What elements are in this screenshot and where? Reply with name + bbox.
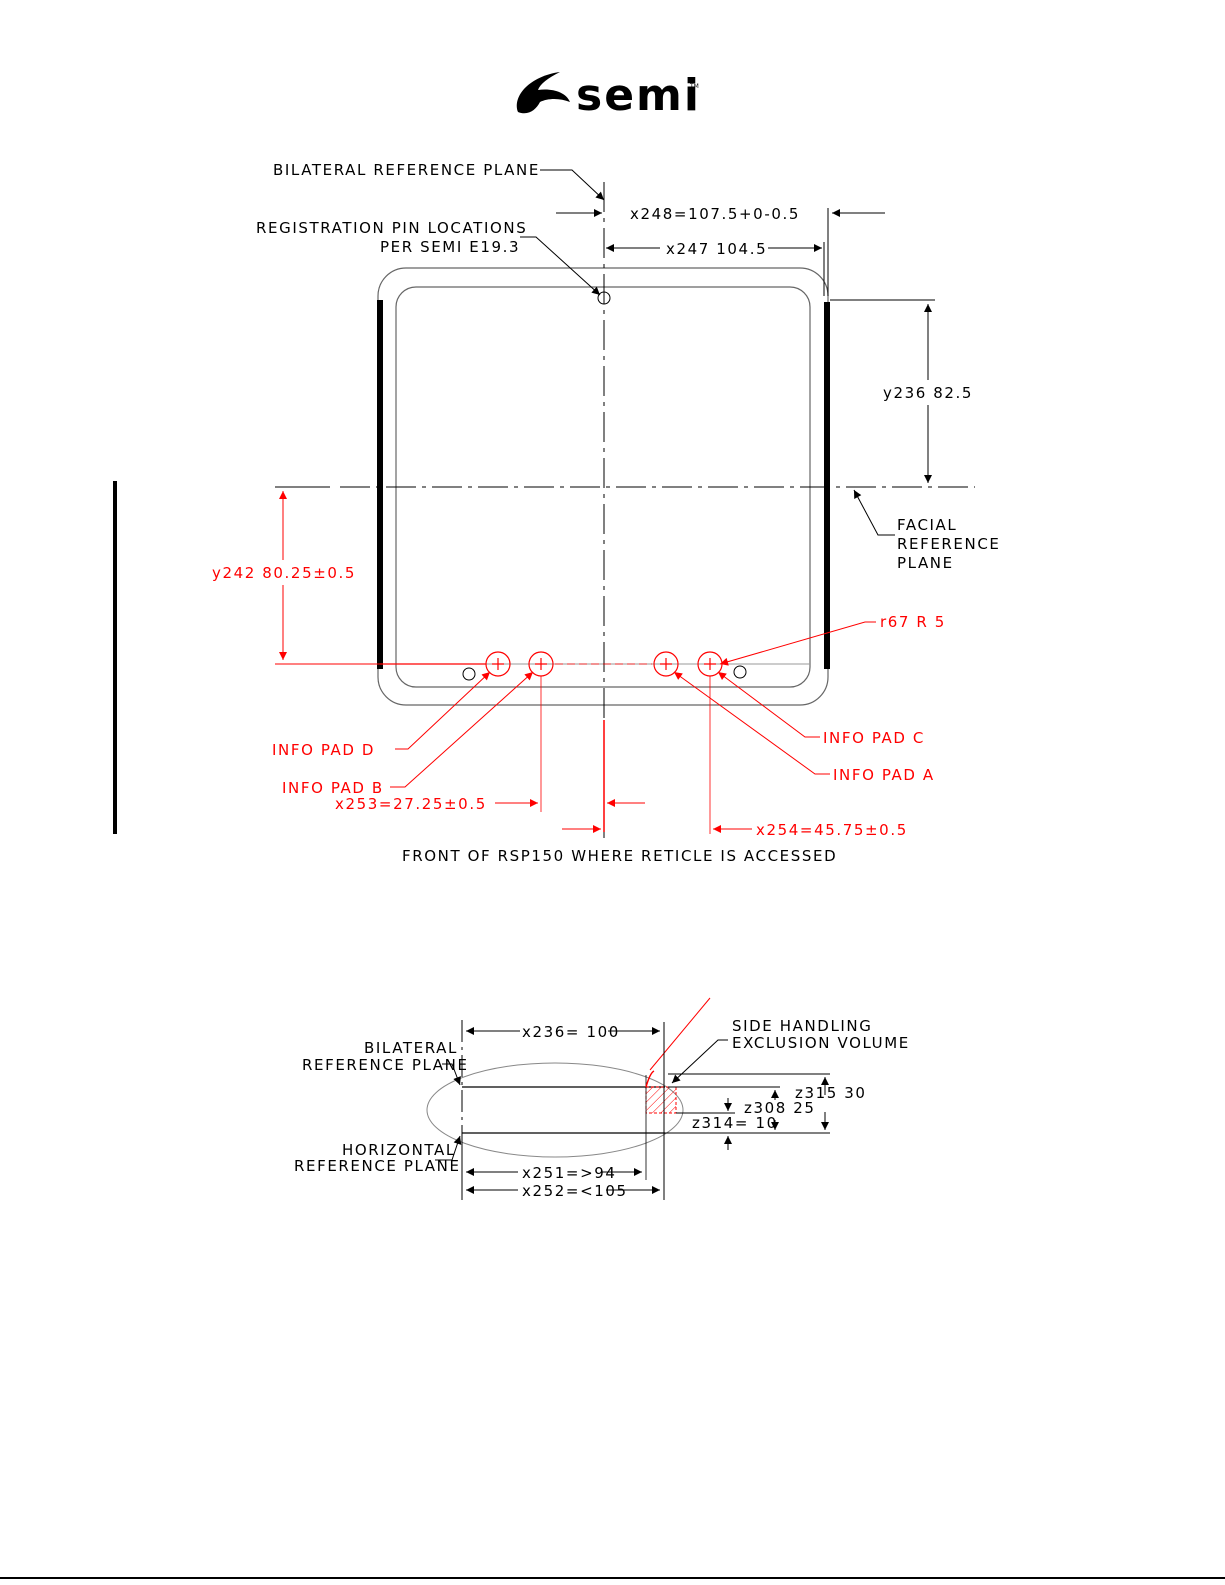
- semi-logo-text: semi: [576, 70, 701, 121]
- exclusion-volume: [645, 1086, 677, 1114]
- side-view: x236= 100 SIDE HANDLING EXCLUSION VOLUME…: [294, 997, 910, 1200]
- z314-dimension: z314= 10: [692, 1114, 778, 1132]
- pin-locations-label-2: PER SEMI E19.3: [380, 238, 520, 256]
- y242-dimension: y242 80.25±0.5: [212, 564, 356, 582]
- facial-plane-label-3: PLANE: [897, 554, 954, 572]
- top-view: BILATERAL REFERENCE PLANE REGISTRATION P…: [113, 161, 1000, 865]
- facial-plane-label-1: FACIAL: [897, 516, 957, 534]
- bilateral-plane-label: BILATERAL REFERENCE PLANE: [273, 161, 540, 179]
- info-pad-b-label: INFO PAD B: [282, 779, 384, 797]
- side-profile-ellipse: [426, 1062, 684, 1158]
- side-bilateral-label-2: REFERENCE PLANE: [302, 1056, 469, 1074]
- front-access-note: FRONT OF RSP150 WHERE RETICLE IS ACCESSE…: [402, 847, 837, 865]
- x252-dimension: x252=<105: [522, 1182, 628, 1200]
- horizontal-plane-label-2: REFERENCE PLANE: [294, 1157, 461, 1175]
- info-pad-c-label: INFO PAD C: [823, 729, 925, 747]
- y236-dimension: y236 82.5: [883, 384, 973, 402]
- right-side-bar: [824, 302, 830, 669]
- side-handling-label-1: SIDE HANDLING: [732, 1017, 872, 1035]
- horizontal-plane-label-1: HORIZONTAL: [342, 1141, 456, 1159]
- x254-dimension: x254=45.75±0.5: [756, 821, 908, 839]
- semi-swoosh-icon: [516, 72, 570, 114]
- side-bilateral-label-1: BILATERAL: [364, 1039, 458, 1057]
- facial-plane-label-2: REFERENCE: [897, 535, 1000, 553]
- info-pad-a: [653, 651, 679, 677]
- info-pad-d-label: INFO PAD D: [272, 741, 375, 759]
- info-pad-a-label: INFO PAD A: [833, 766, 935, 784]
- trademark-mark: TM: [689, 83, 699, 90]
- semi-logo: semi TM: [516, 70, 701, 121]
- registration-pin: [597, 291, 611, 305]
- z308-dimension: z308 25: [744, 1099, 816, 1117]
- x253-dimension: x253=27.25±0.5: [335, 795, 487, 813]
- left-side-bar: [377, 300, 383, 669]
- pin-locations-label-1: REGISTRATION PIN LOCATIONS: [256, 219, 527, 237]
- z315-dimension: z315 30: [795, 1084, 867, 1102]
- corner-pin-left: [462, 667, 476, 681]
- x248-dimension: x248=107.5+0-0.5: [630, 205, 800, 223]
- corner-pin-right: [733, 665, 747, 679]
- x247-dimension: x247 104.5: [666, 240, 767, 258]
- r67-dimension: r67 R 5: [880, 613, 946, 631]
- x236-dimension: x236= 100: [522, 1023, 620, 1041]
- revision-bar: [113, 481, 117, 834]
- side-handling-label-2: EXCLUSION VOLUME: [732, 1034, 910, 1052]
- x251-dimension: x251=>94: [522, 1164, 617, 1182]
